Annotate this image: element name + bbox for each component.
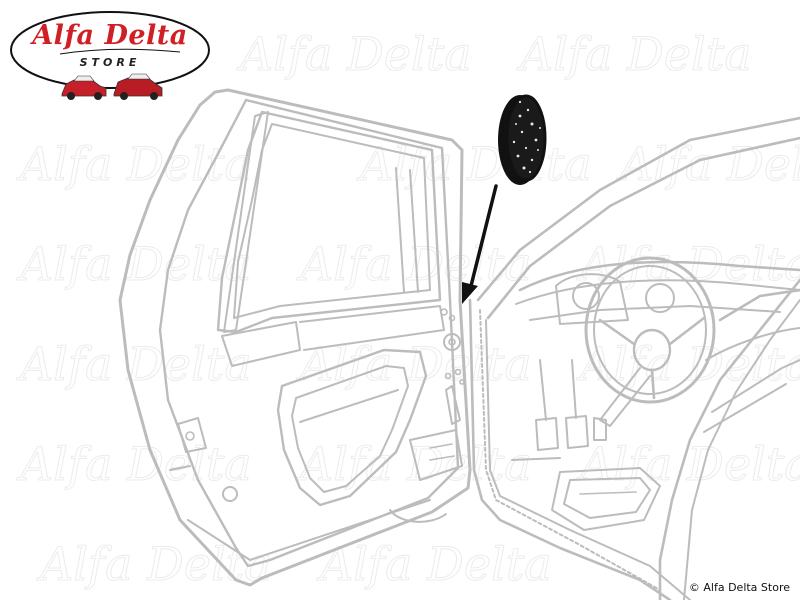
watermark-text: Alfa Delta (316, 537, 552, 591)
arrow-icon (462, 184, 498, 304)
watermark-text: Alfa Delta (576, 337, 800, 391)
classic-car-icon (61, 75, 107, 100)
watermark-text: Alfa Delta (236, 27, 472, 81)
copyright-notice: © Alfa Delta Store (688, 581, 790, 594)
watermark-text: Alfa Delta (296, 237, 532, 291)
watermark-text: Alfa Delta (356, 137, 592, 191)
watermark-text: Alfa Delta (296, 437, 532, 491)
brand-subtitle: STORE (79, 56, 141, 69)
watermark-text: Alfa Delta (16, 337, 252, 391)
watermark-text: Alfa Delta (16, 137, 252, 191)
classic-car-icon (113, 73, 163, 100)
watermark-text: Alfa Delta (516, 27, 752, 81)
alfa-delta-store-logo: Alfa Delta STORE (8, 8, 212, 104)
brand-name: Alfa Delta (32, 20, 188, 51)
watermark-text: Alfa Delta (36, 537, 272, 591)
car-interior (468, 116, 800, 600)
logo-badge (10, 11, 210, 100)
watermark-text: Alfa Delta (16, 437, 252, 491)
rubber-plug-icon (498, 94, 547, 185)
door-outline (118, 88, 472, 587)
